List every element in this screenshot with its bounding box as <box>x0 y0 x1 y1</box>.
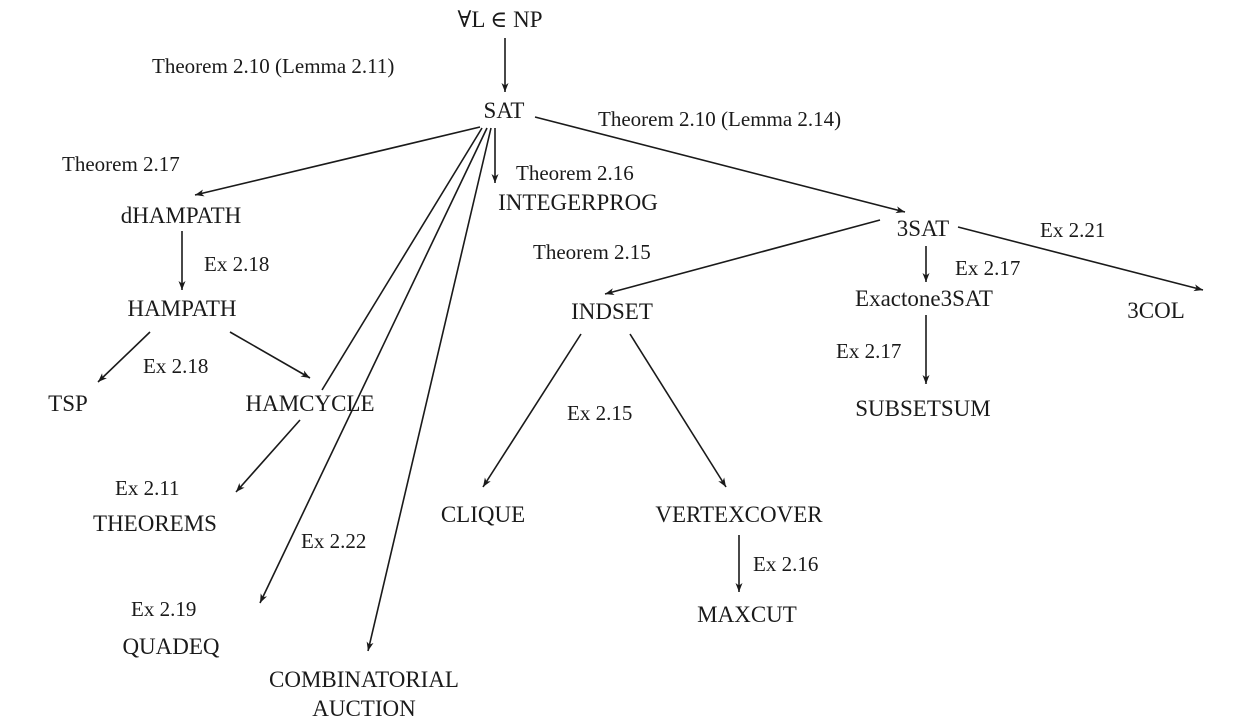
label-exactone-subsetsum: Ex 2.17 <box>836 339 901 363</box>
label-sat-quadeq: Ex 2.19 <box>131 597 196 621</box>
edge-hamcycle-theorems <box>235 419 301 493</box>
node-indset: INDSET <box>571 299 653 324</box>
node-dhampath: dHAMPATH <box>121 203 242 228</box>
node-vertexcover: VERTEXCOVER <box>655 502 823 527</box>
node-sat: SAT <box>484 98 525 123</box>
label-3sat-exactone: Ex 2.17 <box>955 256 1020 280</box>
edge-labels: Theorem 2.10 (Lemma 2.11) Theorem 2.10 (… <box>62 54 1105 621</box>
node-combinatorial-line1: COMBINATORIAL <box>269 667 459 692</box>
node-tsp: TSP <box>48 391 88 416</box>
label-vc-maxcut: Ex 2.16 <box>753 552 818 576</box>
edges <box>97 38 1204 652</box>
edge-sat-combinatorial <box>366 127 492 652</box>
edge-hampath-hamcycle <box>229 331 311 379</box>
edge-3sat-3col <box>957 226 1204 292</box>
node-subsetsum: SUBSETSUM <box>855 396 990 421</box>
label-sat-3sat: Theorem 2.10 (Lemma 2.14) <box>598 107 841 131</box>
node-3col: 3COL <box>1127 298 1185 323</box>
node-3sat: 3SAT <box>897 216 949 241</box>
node-quadeq: QUADEQ <box>122 634 219 659</box>
node-np: ∀L ∈ NP <box>457 7 542 32</box>
edge-sat-dhampath <box>194 126 481 197</box>
node-theorems: THEOREMS <box>93 511 217 536</box>
label-3sat-3col: Ex 2.21 <box>1040 218 1105 242</box>
label-dhampath-hampath: Ex 2.18 <box>204 252 269 276</box>
edge-indset-clique <box>482 333 582 488</box>
node-clique: CLIQUE <box>441 502 525 527</box>
edge-3sat-indset <box>604 219 881 296</box>
label-sat-integerprog: Theorem 2.16 <box>516 161 634 185</box>
node-hampath: HAMPATH <box>127 296 236 321</box>
label-hampath-tsp-hamcycle: Ex 2.18 <box>143 354 208 378</box>
node-integerprog: INTEGERPROG <box>498 190 658 215</box>
label-sat-dhampath: Theorem 2.17 <box>62 152 180 176</box>
node-combinatorial-line2: AUCTION <box>312 696 416 718</box>
node-exactone3sat: Exactone3SAT <box>855 286 993 311</box>
nodes: ∀L ∈ NP SAT dHAMPATH HAMPATH TSP HAMCYCL… <box>48 7 1185 718</box>
label-indset-clique-vc: Ex 2.15 <box>567 401 632 425</box>
label-sat-combinatorial: Ex 2.22 <box>301 529 366 553</box>
edge-sat-3sat <box>534 116 906 214</box>
node-maxcut: MAXCUT <box>697 602 797 627</box>
label-3sat-indset: Theorem 2.15 <box>533 240 651 264</box>
node-hamcycle: HAMCYCLE <box>245 391 374 416</box>
label-hamcycle-theorems: Ex 2.11 <box>115 476 180 500</box>
edge-sat-hamcycle <box>321 127 483 391</box>
edge-indset-vertexcover <box>629 333 727 488</box>
edge-sat-quadeq <box>259 127 488 604</box>
label-np-sat: Theorem 2.10 (Lemma 2.11) <box>152 54 394 78</box>
edge-hampath-tsp <box>97 331 151 383</box>
